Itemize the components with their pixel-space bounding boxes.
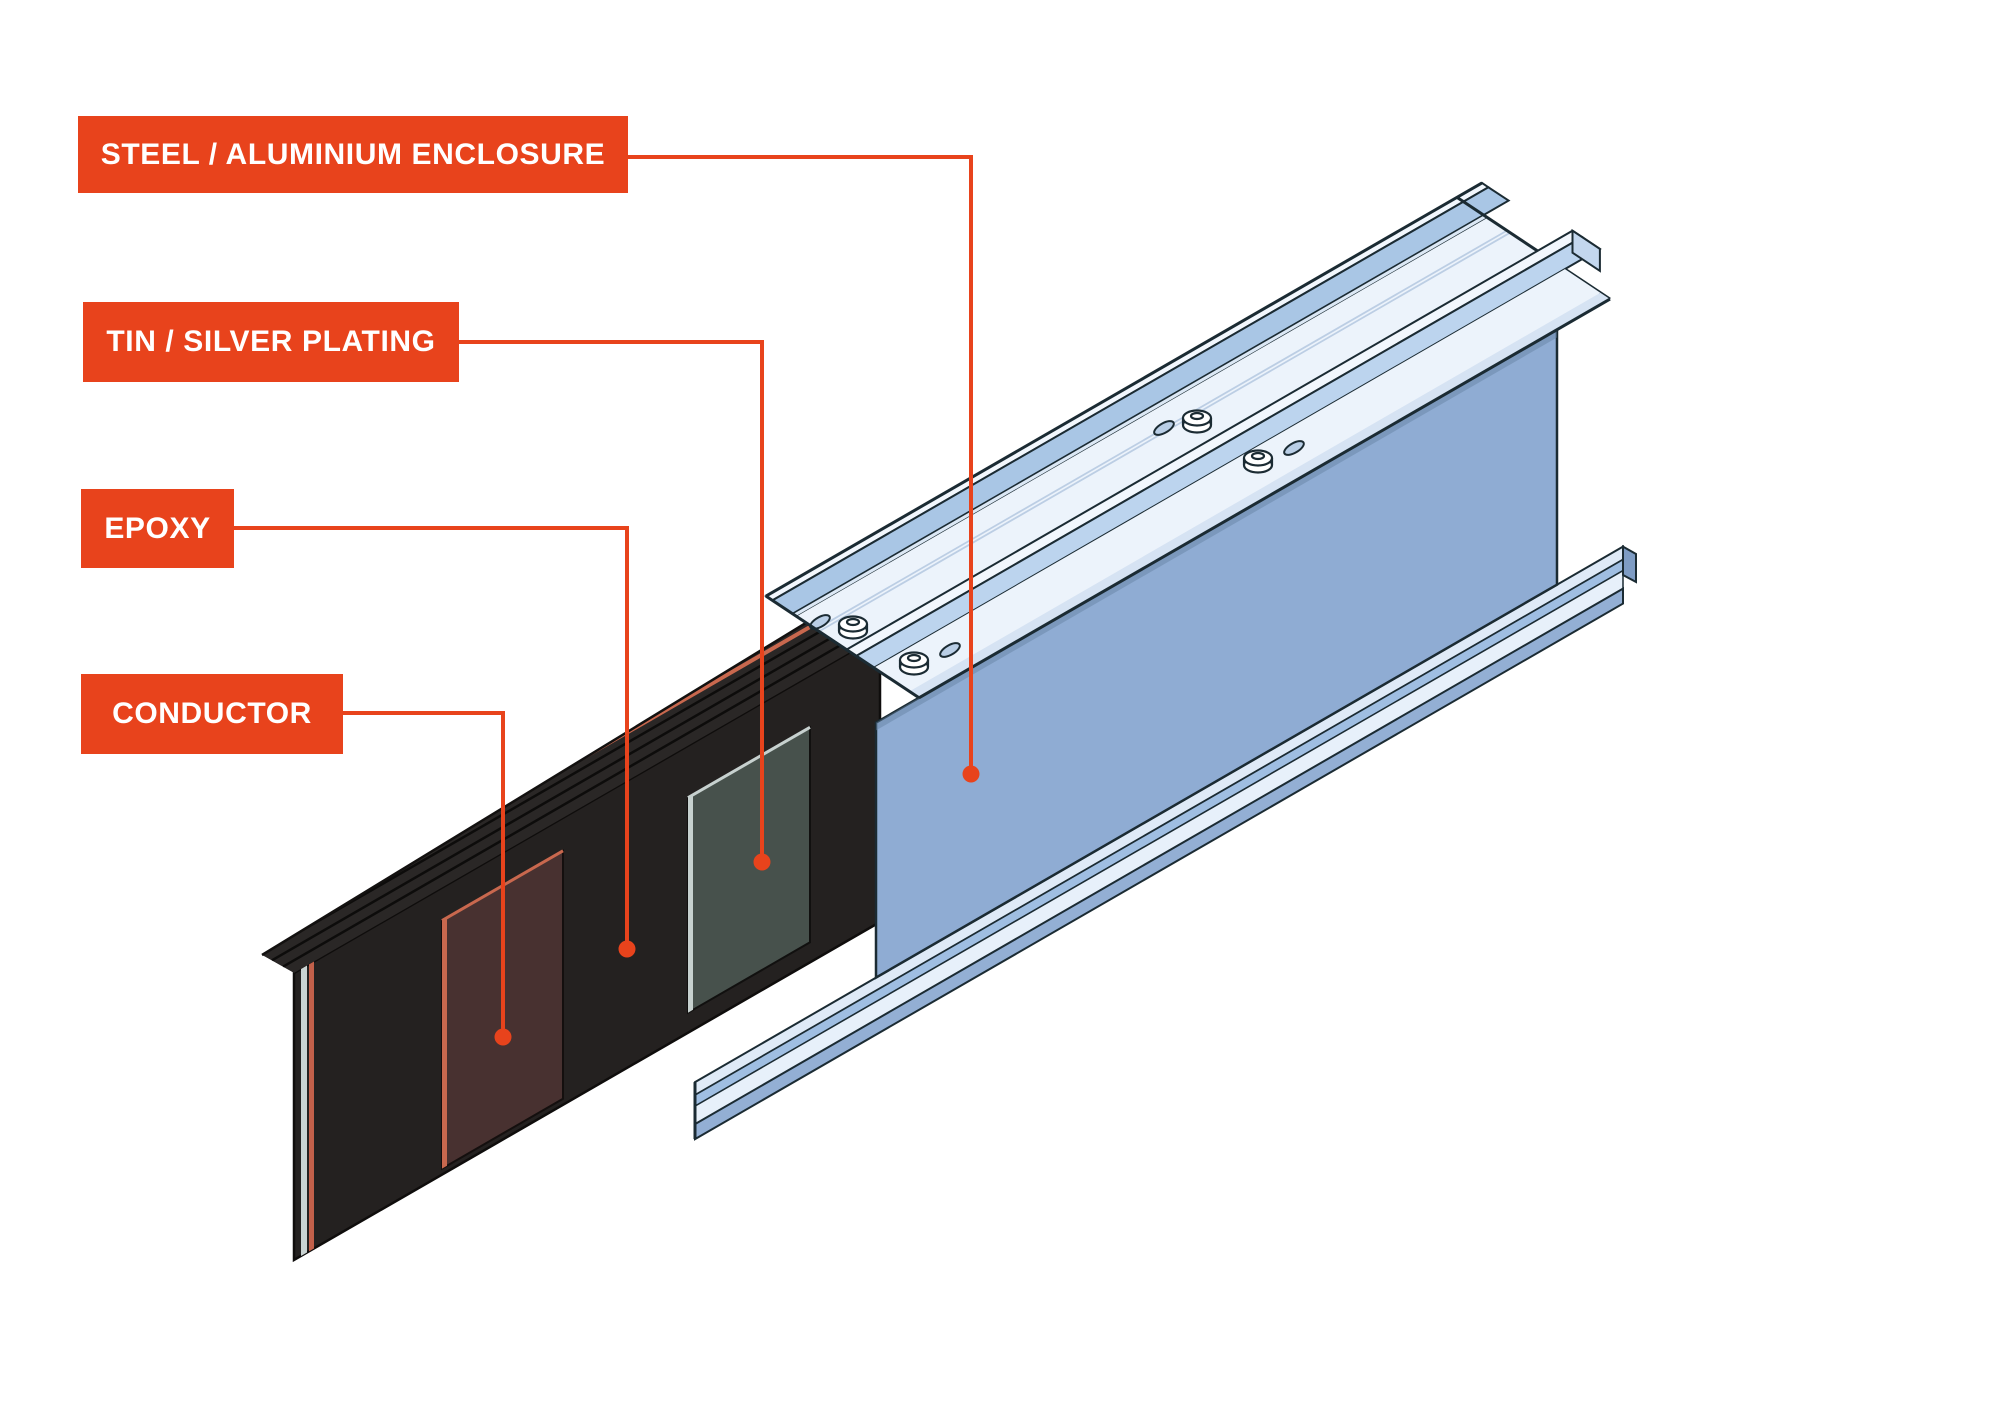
label-conductor: CONDUCTOR [81,674,343,754]
label-steel-aluminium-enclosure: STEEL / ALUMINIUM ENCLOSURE [78,116,628,193]
tin-silver-panel [687,725,811,1015]
callout-lines [234,155,973,1037]
callout-dot-conductor [494,1028,512,1046]
callout-dot-steel-aluminium-enclosure [962,765,980,783]
bolt [837,615,869,640]
front-rail-end-face [1571,228,1601,273]
label-tin-silver-plating: TIN / SILVER PLATING [83,302,459,382]
enclosure-top-flange [764,181,1611,700]
bolt [1181,409,1213,434]
callout-line-steel-aluminium-enclosure [628,155,973,774]
conductor-stack-illustration [261,605,882,1263]
flange-holes [809,420,1305,658]
bolt [1242,449,1274,474]
web-overhang-shadow [876,329,1557,731]
callout-dot-tin-silver-plating [753,853,771,871]
callout-dots [494,765,980,1046]
callout-line-conductor [343,711,505,1037]
callout-dot-epoxy [618,940,636,958]
callout-line-tin-silver-plating [459,340,764,862]
label-steel-aluminium-enclosure-text: STEEL / ALUMINIUM ENCLOSURE [100,137,606,171]
label-epoxy: EPOXY [81,489,234,568]
enclosure-bottom-rail [693,544,1637,1141]
stack-end-light-lamina [301,965,307,1256]
bottom-rail-end-face [1622,544,1637,584]
bolt [898,651,930,676]
label-conductor-text: CONDUCTOR [112,697,312,730]
callout-line-epoxy [234,526,629,949]
label-tin-silver-plating-text: TIN / SILVER PLATING [106,325,436,358]
flange-bolts [837,409,1274,676]
stack-end-copper-lamina [309,961,314,1252]
label-epoxy-text: EPOXY [104,511,211,545]
